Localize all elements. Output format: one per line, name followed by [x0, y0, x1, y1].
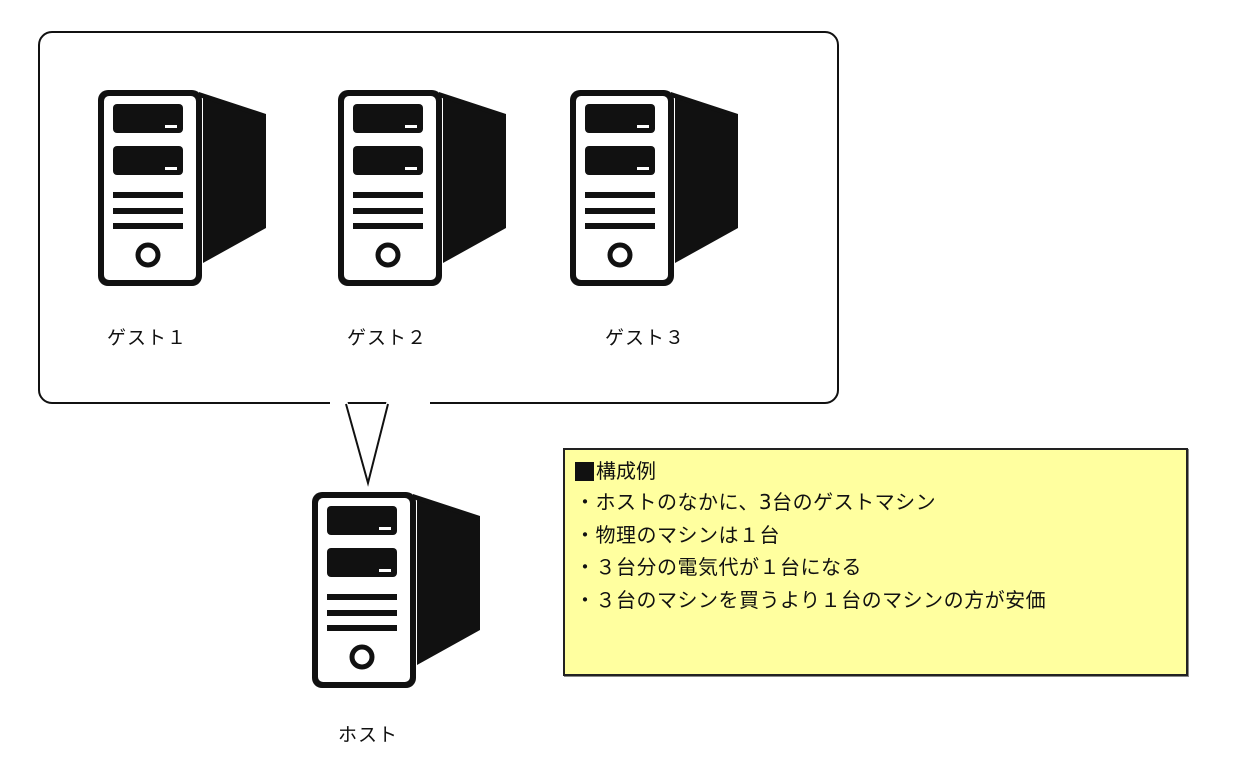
guest-2-server-icon [336, 88, 511, 293]
guest-3-label: ゲスト３ [605, 327, 686, 349]
note-item: 物理のマシンは１台 [575, 519, 1176, 552]
note-item: ３台分の電気代が１台になる [575, 551, 1176, 584]
config-example-note: 構成例 ホストのなかに、3台のゲストマシン 物理のマシンは１台 ３台分の電気代が… [563, 448, 1188, 676]
note-item: ３台のマシンを買うより１台のマシンの方が安価 [575, 584, 1176, 617]
guest-2-label: ゲスト２ [347, 327, 428, 349]
host-label: ホスト [338, 724, 399, 746]
note-item: ホストのなかに、3台のゲストマシン [575, 486, 1176, 519]
note-title: 構成例 [575, 456, 1176, 486]
host-server-icon [310, 490, 485, 695]
note-list: ホストのなかに、3台のゲストマシン 物理のマシンは１台 ３台分の電気代が１台にな… [575, 486, 1176, 616]
guest-1-server-icon [96, 88, 271, 293]
speech-bubble-tail [330, 402, 430, 491]
black-square-icon [575, 461, 594, 481]
note-title-text: 構成例 [596, 459, 656, 483]
guest-3-server-icon [568, 88, 743, 293]
guest-1-label: ゲスト１ [107, 327, 188, 349]
